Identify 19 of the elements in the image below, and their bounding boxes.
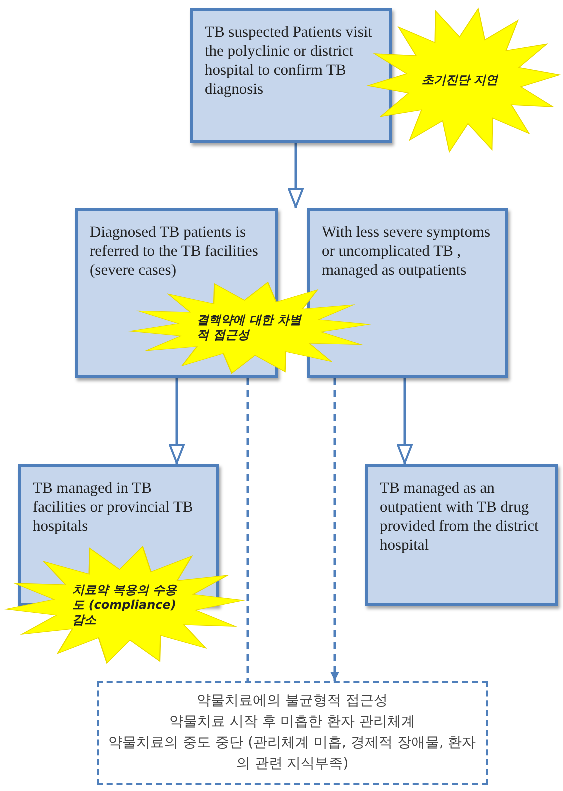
box-text: 약물치료에의 불균형적 접근성 bbox=[197, 692, 388, 711]
arrow bbox=[288, 143, 304, 208]
box-text: Diagnosed TB patients is referred to the TB facilities (severe cases) bbox=[90, 223, 260, 280]
box-text: TB managed as an outpatient with TB drug provided from the district hospital bbox=[380, 479, 540, 555]
starburst-text: 결핵약에 대한 차별적 접근성 bbox=[197, 313, 303, 343]
starburst-text: 초기진단 지연 bbox=[422, 73, 500, 88]
arrow bbox=[169, 378, 185, 464]
box-text: With less severe symptoms or uncomplicated TB , managed as outpatients bbox=[322, 223, 492, 280]
box-text: TB managed in TB facilities or provincial TB hospitals bbox=[33, 479, 194, 536]
process-box bbox=[307, 208, 508, 378]
starburst-text: 치료약 복용의 수용도 (compliance) 감소 bbox=[72, 582, 178, 628]
dashed-box bbox=[97, 681, 488, 785]
dashed-arrow bbox=[330, 378, 340, 681]
arrow bbox=[397, 378, 413, 464]
process-box bbox=[365, 464, 558, 606]
box-text: 약물치료 시작 후 미흡한 환자 관리체계 bbox=[169, 713, 416, 732]
box-text: 약물치료의 중도 중단 (관리체계 미흡, 경제적 장애물, 환자의 관련 지식부족) bbox=[108, 734, 478, 774]
box-text: TB suspected Patients visit the polyclinic or district hospital to confirm TB diagnosis bbox=[205, 23, 374, 99]
process-box bbox=[190, 8, 392, 143]
